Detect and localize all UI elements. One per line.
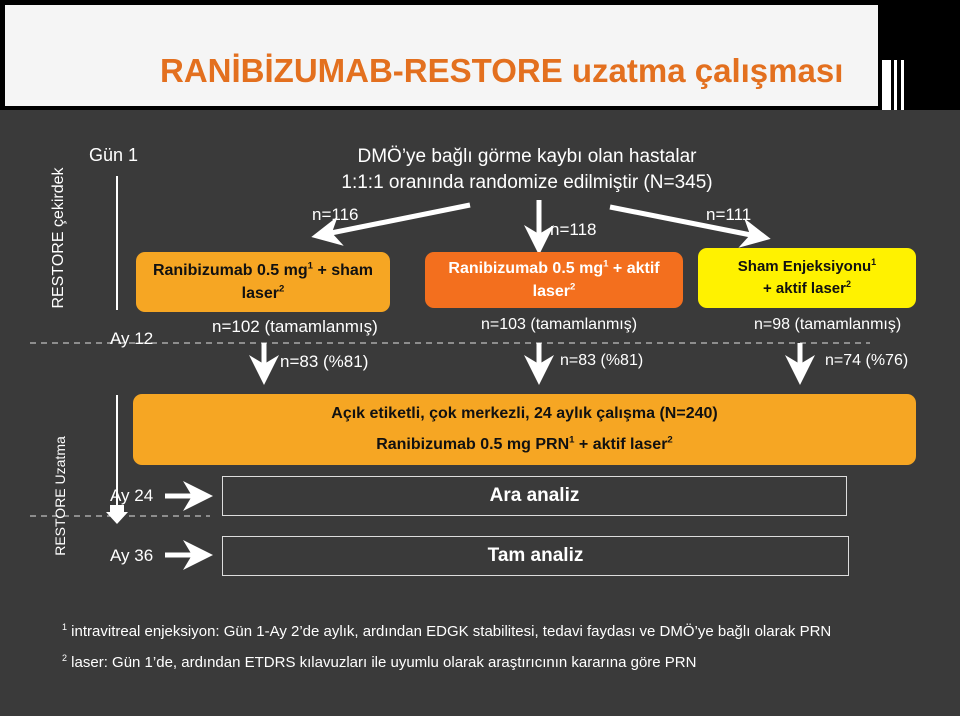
arm2-box: Ranibizumab 0.5 mg1 + aktif laser2 (425, 252, 683, 308)
timeline-month24: Ay 24 (110, 486, 154, 505)
arm2-label-b: + aktif (608, 259, 660, 277)
intro-line2: 1:1:1 oranında randomize edilmiştir (N=3… (341, 172, 713, 193)
decor-bar (894, 60, 897, 120)
page-title: RANİBİZUMAB-RESTORE uzatma çalışması (160, 52, 844, 89)
title-band (5, 5, 878, 106)
arm1-sup1: 1 (307, 260, 313, 272)
extension-line2b: + aktif laser (574, 435, 668, 453)
arm2-continued: n=83 (%81) (560, 352, 644, 369)
decor-bar (901, 60, 904, 120)
footnote-2-text: laser: Gün 1’de, ardından ETDRS kılavuzl… (67, 654, 697, 671)
arm1-completed: n=102 (tamamlanmış) (212, 317, 378, 336)
extension-sup1: 1 (569, 434, 575, 446)
footnote-1: 1 intravitreal enjeksiyon: Gün 1-Ay 2’de… (62, 622, 832, 641)
arm2-sup1: 1 (603, 258, 609, 270)
arm3-completed: n=98 (tamamlanmış) (754, 316, 902, 333)
arm2-sup2: 2 (570, 281, 576, 293)
arm1-n-start: n=116 (312, 205, 359, 224)
arm1-box: Ranibizumab 0.5 mg1 + sham laser2 (136, 252, 390, 312)
arm3-sup2: 2 (845, 279, 851, 289)
footnote-2: 2 laser: Gün 1’de, ardından ETDRS kılavu… (62, 653, 697, 672)
arm3-continued: n=74 (%76) (825, 352, 909, 369)
arm1-label-b: + sham (313, 261, 374, 279)
arm1-label: Ranibizumab 0.5 mg (152, 261, 308, 279)
footnote-2-mark: 2 (62, 653, 68, 663)
arm1-continued: n=83 (%81) (280, 352, 369, 371)
arrow-to-arm1 (311, 202, 471, 246)
timeline-month12: Ay 12 (110, 329, 154, 348)
arm2-completed: n=103 (tamamlanmış) (481, 316, 638, 333)
arm3-n-start: n=111 (706, 205, 752, 224)
arm3-label2: + aktif laser (763, 280, 846, 297)
side-label-extension: RESTORE Uzatma (52, 436, 68, 556)
intro-text: DMÖ’ye bağlı görme kaybı olan hastalar 1… (341, 144, 712, 196)
extension-sup2: 2 (667, 434, 673, 446)
arm3-sup1: 1 (871, 257, 877, 268)
footnote-1-text: intravitreal enjeksiyon: Gün 1-Ay 2’de a… (67, 623, 832, 640)
timeline-month36: Ay 36 (110, 546, 154, 565)
decor-bar (882, 60, 891, 120)
intro-line1: DMÖ’ye bağlı görme kaybı olan hastalar (357, 146, 697, 167)
arm1-label2: laser (241, 285, 279, 302)
timeline-day1: Gün 1 (89, 145, 139, 165)
extension-line1: Açık etiketli, çok merkezli, 24 aylık ça… (331, 405, 718, 423)
arm3-box: Sham Enjeksiyonu1 + aktif laser2 (698, 248, 916, 308)
interim-analysis-box: Ara analiz (222, 476, 847, 516)
arm2-n-start: n=118 (550, 220, 597, 239)
arm3-label: Sham Enjeksiyonu (737, 258, 872, 276)
arm2-label: Ranibizumab 0.5 mg (448, 259, 604, 277)
timeline-arrow (106, 505, 128, 524)
arrow-to-arm3 (609, 204, 771, 248)
arm2-label2: laser (532, 283, 571, 300)
extension-box: Açık etiketli, çok merkezli, 24 aylık ça… (133, 394, 916, 465)
side-label-core: RESTORE çekirdek (50, 167, 67, 309)
extension-line2: Ranibizumab 0.5 mg PRN (376, 435, 570, 453)
footnote-1-mark: 1 (62, 622, 68, 632)
final-analysis-box: Tam analiz (222, 536, 849, 576)
arm1-sup2: 2 (279, 283, 285, 295)
